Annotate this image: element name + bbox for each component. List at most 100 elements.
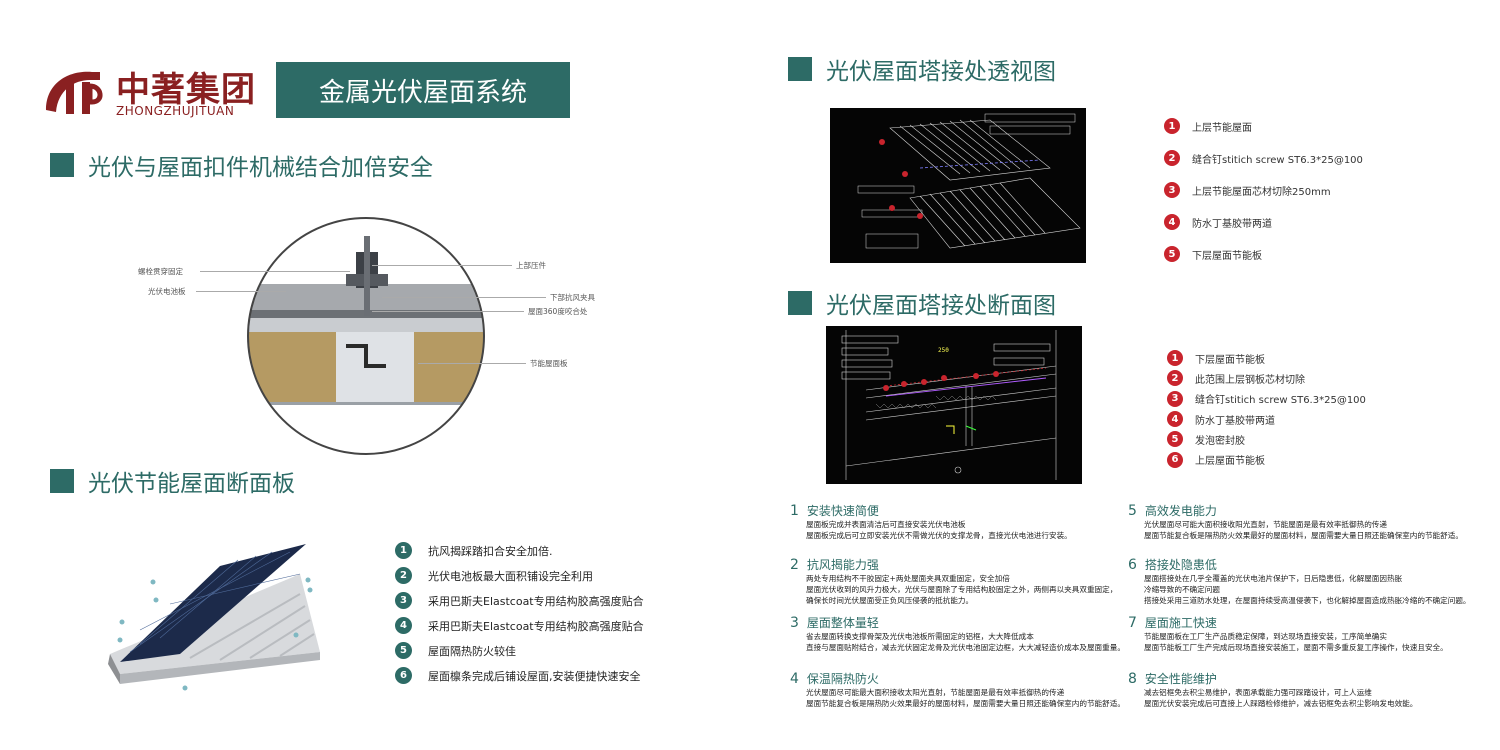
legend-number: 4 bbox=[1164, 214, 1180, 230]
callout-line bbox=[196, 291, 286, 292]
legend-text: 防水丁基胶带两道 bbox=[1195, 415, 1275, 427]
legend-text: 下层屋面节能板 bbox=[1192, 250, 1262, 262]
legend-number: 2 bbox=[1164, 150, 1180, 166]
legend-text: 上层屋面节能板 bbox=[1195, 456, 1265, 468]
feature-number: 2 bbox=[395, 567, 412, 584]
legend-text: 上层节能屋面芯材切除250mm bbox=[1192, 186, 1331, 198]
legend-number: 3 bbox=[1164, 182, 1180, 198]
section-sectionview-heading: 光伏屋面塔接处断面图 bbox=[788, 286, 1056, 320]
clip-callout-left-1: 螺栓贯穿固定 bbox=[138, 267, 183, 276]
section-sectionview-title: 光伏屋面塔接处断面图 bbox=[826, 293, 1056, 319]
legend-number: 3 bbox=[1167, 390, 1183, 407]
section-perspective-heading: 光伏屋面塔接处透视图 bbox=[788, 52, 1056, 86]
feature-number: 4 bbox=[395, 617, 412, 634]
advantage-line: 屋面节能复合板是隔热防火效果最好的屋面材料，屋面需要大量日照还能确保室内的节能舒… bbox=[806, 699, 1125, 708]
system-banner: 金属光伏屋面系统 bbox=[276, 62, 570, 118]
advantage-line: 直接与屋面贴附结合，减去光伏固定龙骨及光伏电池固定边框，大大减轻造价成本及屋面重… bbox=[806, 643, 1125, 652]
advantage-line: 光伏屋面尽可能最大面积接收太阳光直射，节能屋面是最有效率抵御热的传递 bbox=[806, 688, 1065, 697]
legend-item: 3 上层节能屋面芯材切除250mm bbox=[1164, 174, 1384, 206]
feature-number: 5 bbox=[395, 642, 412, 659]
feature-text: 抗风揭踩踏扣合安全加倍. bbox=[428, 544, 553, 558]
legend-number: 4 bbox=[1167, 411, 1183, 428]
panel-feature-item: 2 光伏电池板最大面积铺设完全利用 bbox=[395, 563, 695, 588]
cad-dimension-label: 250 bbox=[938, 347, 949, 354]
cad-perspective-drawing bbox=[830, 108, 1086, 263]
advantage-line: 光伏屋面尽可能大面积接收阳光直射，节能屋面是最有效率抵御热的传递 bbox=[1144, 520, 1387, 529]
advantage-line: 屋面节能复合板是隔热防火效果最好的屋面材料，屋面需要大量日照还能确保室内的节能舒… bbox=[1144, 531, 1463, 540]
advantage-line: 屋面光伏安装完成后可直接上人踩踏检修维护，减去铝框免去积尘影响发电效能。 bbox=[1144, 699, 1418, 708]
feature-text: 屋面檩条完成后铺设屋面,安装便捷快速安全 bbox=[428, 669, 641, 683]
advantage-line: 屋面光伏收到的风升力极大，光伏与屋面除了专用结构胶固定之外，两侧再以夹具双重固定… bbox=[806, 585, 1118, 594]
advantage-line: 屋面节能板工厂生产完成后现场直接安装施工，屋面不需多重反复工序操作，快速且安全。 bbox=[1144, 643, 1448, 652]
advantage-line: 搭接处采用三道防水处理，在屋面持续受高温侵袭下，也化解掉屋面造成热胀冷缩的不确定… bbox=[1144, 596, 1471, 605]
legend-text: 缝合钉stitich screw ST6.3*25@100 bbox=[1195, 395, 1366, 407]
advantage-line: 屋面板完成后可立即安装光伏不需做光伏的支撑龙骨，直接光伏电池进行安装。 bbox=[806, 531, 1072, 540]
advantage-line: 节能屋面板在工厂生产品质稳定保障，到达现场直接安装，工序简单确实 bbox=[1144, 632, 1387, 641]
feature-text: 采用巴斯夫Elastcoat专用结构胶高强度贴合 bbox=[428, 594, 644, 608]
advantage-line: 屋面板完成并表面清洁后可直接安装光伏电池板 bbox=[806, 520, 966, 529]
system-banner-title: 金属光伏屋面系统 bbox=[318, 77, 527, 108]
feature-text: 光伏电池板最大面积铺设完全利用 bbox=[428, 569, 593, 583]
panel-feature-item: 6 屋面檩条完成后铺设屋面,安装便捷快速安全 bbox=[395, 663, 695, 688]
advantage-line: 屋面搭接处在几乎全覆盖的光伏电池片保护下，日后隐患低，化解屋面因热胀 bbox=[1144, 574, 1403, 583]
callout-line bbox=[372, 311, 524, 312]
legend-text: 上层节能屋面 bbox=[1192, 122, 1252, 134]
legend-number: 5 bbox=[1164, 246, 1180, 262]
clip-callout-right-3: 屋面360度咬合处 bbox=[528, 307, 588, 316]
legend-text: 发泡密封胶 bbox=[1195, 435, 1245, 447]
advantage-line: 冷缩导致的不确定问题 bbox=[1144, 585, 1220, 594]
section-clip-title: 光伏与屋面扣件机械结合加倍安全 bbox=[88, 155, 433, 181]
section-marker bbox=[788, 291, 812, 315]
legend-number: 1 bbox=[1167, 350, 1183, 367]
callout-line bbox=[418, 363, 526, 364]
legend-text: 此范围上层钢板芯材切除 bbox=[1195, 374, 1305, 386]
callout-line bbox=[382, 297, 546, 298]
legend-text: 缝合钉stitich screw ST6.3*25@100 bbox=[1192, 154, 1363, 166]
advantage-line: 确保长时间光伏屋面受正负风压侵袭的抵抗能力。 bbox=[806, 596, 974, 605]
feature-number: 1 bbox=[395, 542, 412, 559]
legend-item: 6 上层屋面节能板 bbox=[1167, 449, 1387, 469]
legend-item: 3 缝合钉stitich screw ST6.3*25@100 bbox=[1167, 389, 1387, 409]
section-panel-heading: 光伏节能屋面断面板 bbox=[50, 464, 295, 498]
clip-callout-left-2: 光伏电池板 bbox=[148, 287, 186, 296]
section-perspective-title: 光伏屋面塔接处透视图 bbox=[826, 59, 1056, 85]
brand-name-cn: 中著集团 bbox=[116, 70, 256, 110]
section-marker bbox=[50, 469, 74, 493]
brand-logo-icon bbox=[40, 62, 110, 122]
legend-item: 4 防水丁基胶带两道 bbox=[1167, 409, 1387, 429]
legend-number: 6 bbox=[1167, 451, 1183, 468]
advantage-line: 两处专用结构不干胶固定+两处屋面夹具双重固定，安全加倍 bbox=[806, 574, 1010, 583]
advantage-line: 减去铝框免去积尘易维护，表面承载能力强可踩踏设计，可上人运维 bbox=[1144, 688, 1372, 697]
section-marker bbox=[50, 153, 74, 177]
section-clip-heading: 光伏与屋面扣件机械结合加倍安全 bbox=[50, 148, 433, 182]
roof-panel-illustration bbox=[100, 534, 340, 694]
clip-callout-right-2: 下部抗风夹具 bbox=[550, 293, 595, 302]
callout-line bbox=[372, 265, 512, 266]
feature-number: 6 bbox=[395, 667, 412, 684]
advantage-line: 省去屋面转换支撑骨架及光伏电池板所需固定的铝框，大大降低成本 bbox=[806, 632, 1034, 641]
